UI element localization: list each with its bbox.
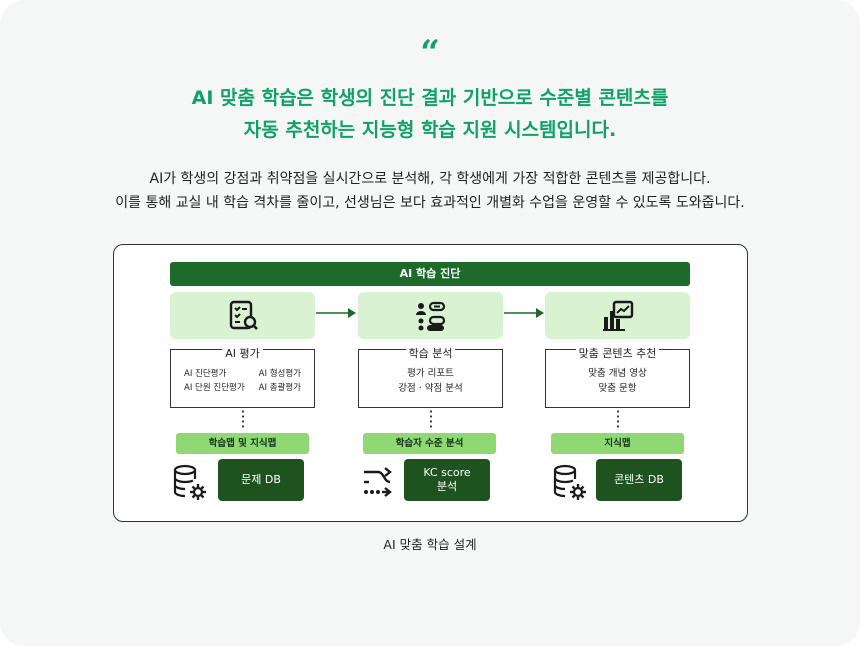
learning-analysis-box: 학습 분석 평가 리포트 강점 · 약점 분석 xyxy=(358,347,503,408)
knowledge-map-chip: 지식맵 xyxy=(551,433,684,454)
headline: AI 맞춤 학습은 학생의 진단 결과 기반으로 수준별 콘텐츠를 자동 추천하… xyxy=(0,82,860,146)
custom-question-label: 맞춤 문항 xyxy=(598,383,637,394)
learning-map-chip: 학습맵 및 지식맵 xyxy=(176,433,309,454)
analysis-list-icon xyxy=(416,301,446,331)
dotted-connector xyxy=(617,409,619,429)
evaluation-report-label: 평가 리포트 xyxy=(407,368,454,379)
quote-mark: “ xyxy=(420,33,440,73)
database-gear-icon xyxy=(173,464,206,500)
ai-learning-diagram: AI 학습 진단 xyxy=(113,244,748,522)
analysis-icon-box xyxy=(358,292,503,339)
chart-board-icon xyxy=(603,300,634,331)
kc-analysis-label: 분석 xyxy=(436,480,458,493)
database-gear-icon xyxy=(553,464,586,500)
description: AI가 학생의 강점과 취약점을 실시간으로 분석해, 각 학생에게 가장 적합… xyxy=(0,167,860,215)
arrow-right-icon xyxy=(316,308,356,318)
unit-diagnostic-label: AI 단원 진단평가 xyxy=(184,383,245,393)
content-db-button: 콘텐츠 DB xyxy=(596,459,682,501)
concept-video-label: 맞춤 개념 영상 xyxy=(588,368,647,379)
ai-evaluation-box: AI 평가 AI 진단평가 AI 단원 진단평가 AI 형성평가 AI 총괄평가 xyxy=(170,347,315,408)
shuffle-arrows-icon xyxy=(364,467,392,497)
learner-level-chip: 학습자 수준 분석 xyxy=(363,433,496,454)
learning-analysis-title: 학습 분석 xyxy=(405,347,456,360)
content-recommendation-title: 맞춤 콘텐츠 추천 xyxy=(575,347,660,360)
question-db-label: 문제 DB xyxy=(241,473,281,486)
headline-line-2: 자동 추천하는 지능형 학습 지원 시스템입니다. xyxy=(243,119,617,141)
evaluation-icon-box xyxy=(170,292,315,339)
strength-weakness-label: 강점 · 약점 분석 xyxy=(398,383,463,394)
kc-score-label: KC score xyxy=(423,466,471,479)
kc-score-button: KC score 분석 xyxy=(404,459,490,501)
arrow-right-icon xyxy=(504,308,544,318)
ai-evaluation-title: AI 평가 xyxy=(222,347,263,360)
content-recommendation-box: 맞춤 콘텐츠 추천 맞춤 개념 영상 맞춤 문항 xyxy=(545,347,690,408)
dotted-connector xyxy=(430,409,432,429)
recommendation-icon-box xyxy=(545,292,690,339)
question-db-button: 문제 DB xyxy=(218,459,304,501)
diagram-caption: AI 맞춤 학습 설계 xyxy=(383,537,477,552)
description-line-2: 이를 통해 교실 내 학습 격차를 줄이고, 선생님은 보다 효과적인 개별화 … xyxy=(115,195,745,211)
checklist-search-icon xyxy=(229,300,258,330)
content-db-label: 콘텐츠 DB xyxy=(614,473,664,486)
diagnostic-test-label: AI 진단평가 xyxy=(184,369,227,379)
ai-diagnosis-bar: AI 학습 진단 xyxy=(170,262,690,286)
headline-line-1: AI 맞춤 학습은 학생의 진단 결과 기반으로 수준별 콘텐츠를 xyxy=(191,87,669,109)
dotted-connector xyxy=(242,409,244,429)
description-line-1: AI가 학생의 강점과 취약점을 실시간으로 분석해, 각 학생에게 가장 적합… xyxy=(149,171,711,187)
summative-test-label: AI 총괄평가 xyxy=(258,383,301,393)
formative-test-label: AI 형성평가 xyxy=(258,369,301,379)
